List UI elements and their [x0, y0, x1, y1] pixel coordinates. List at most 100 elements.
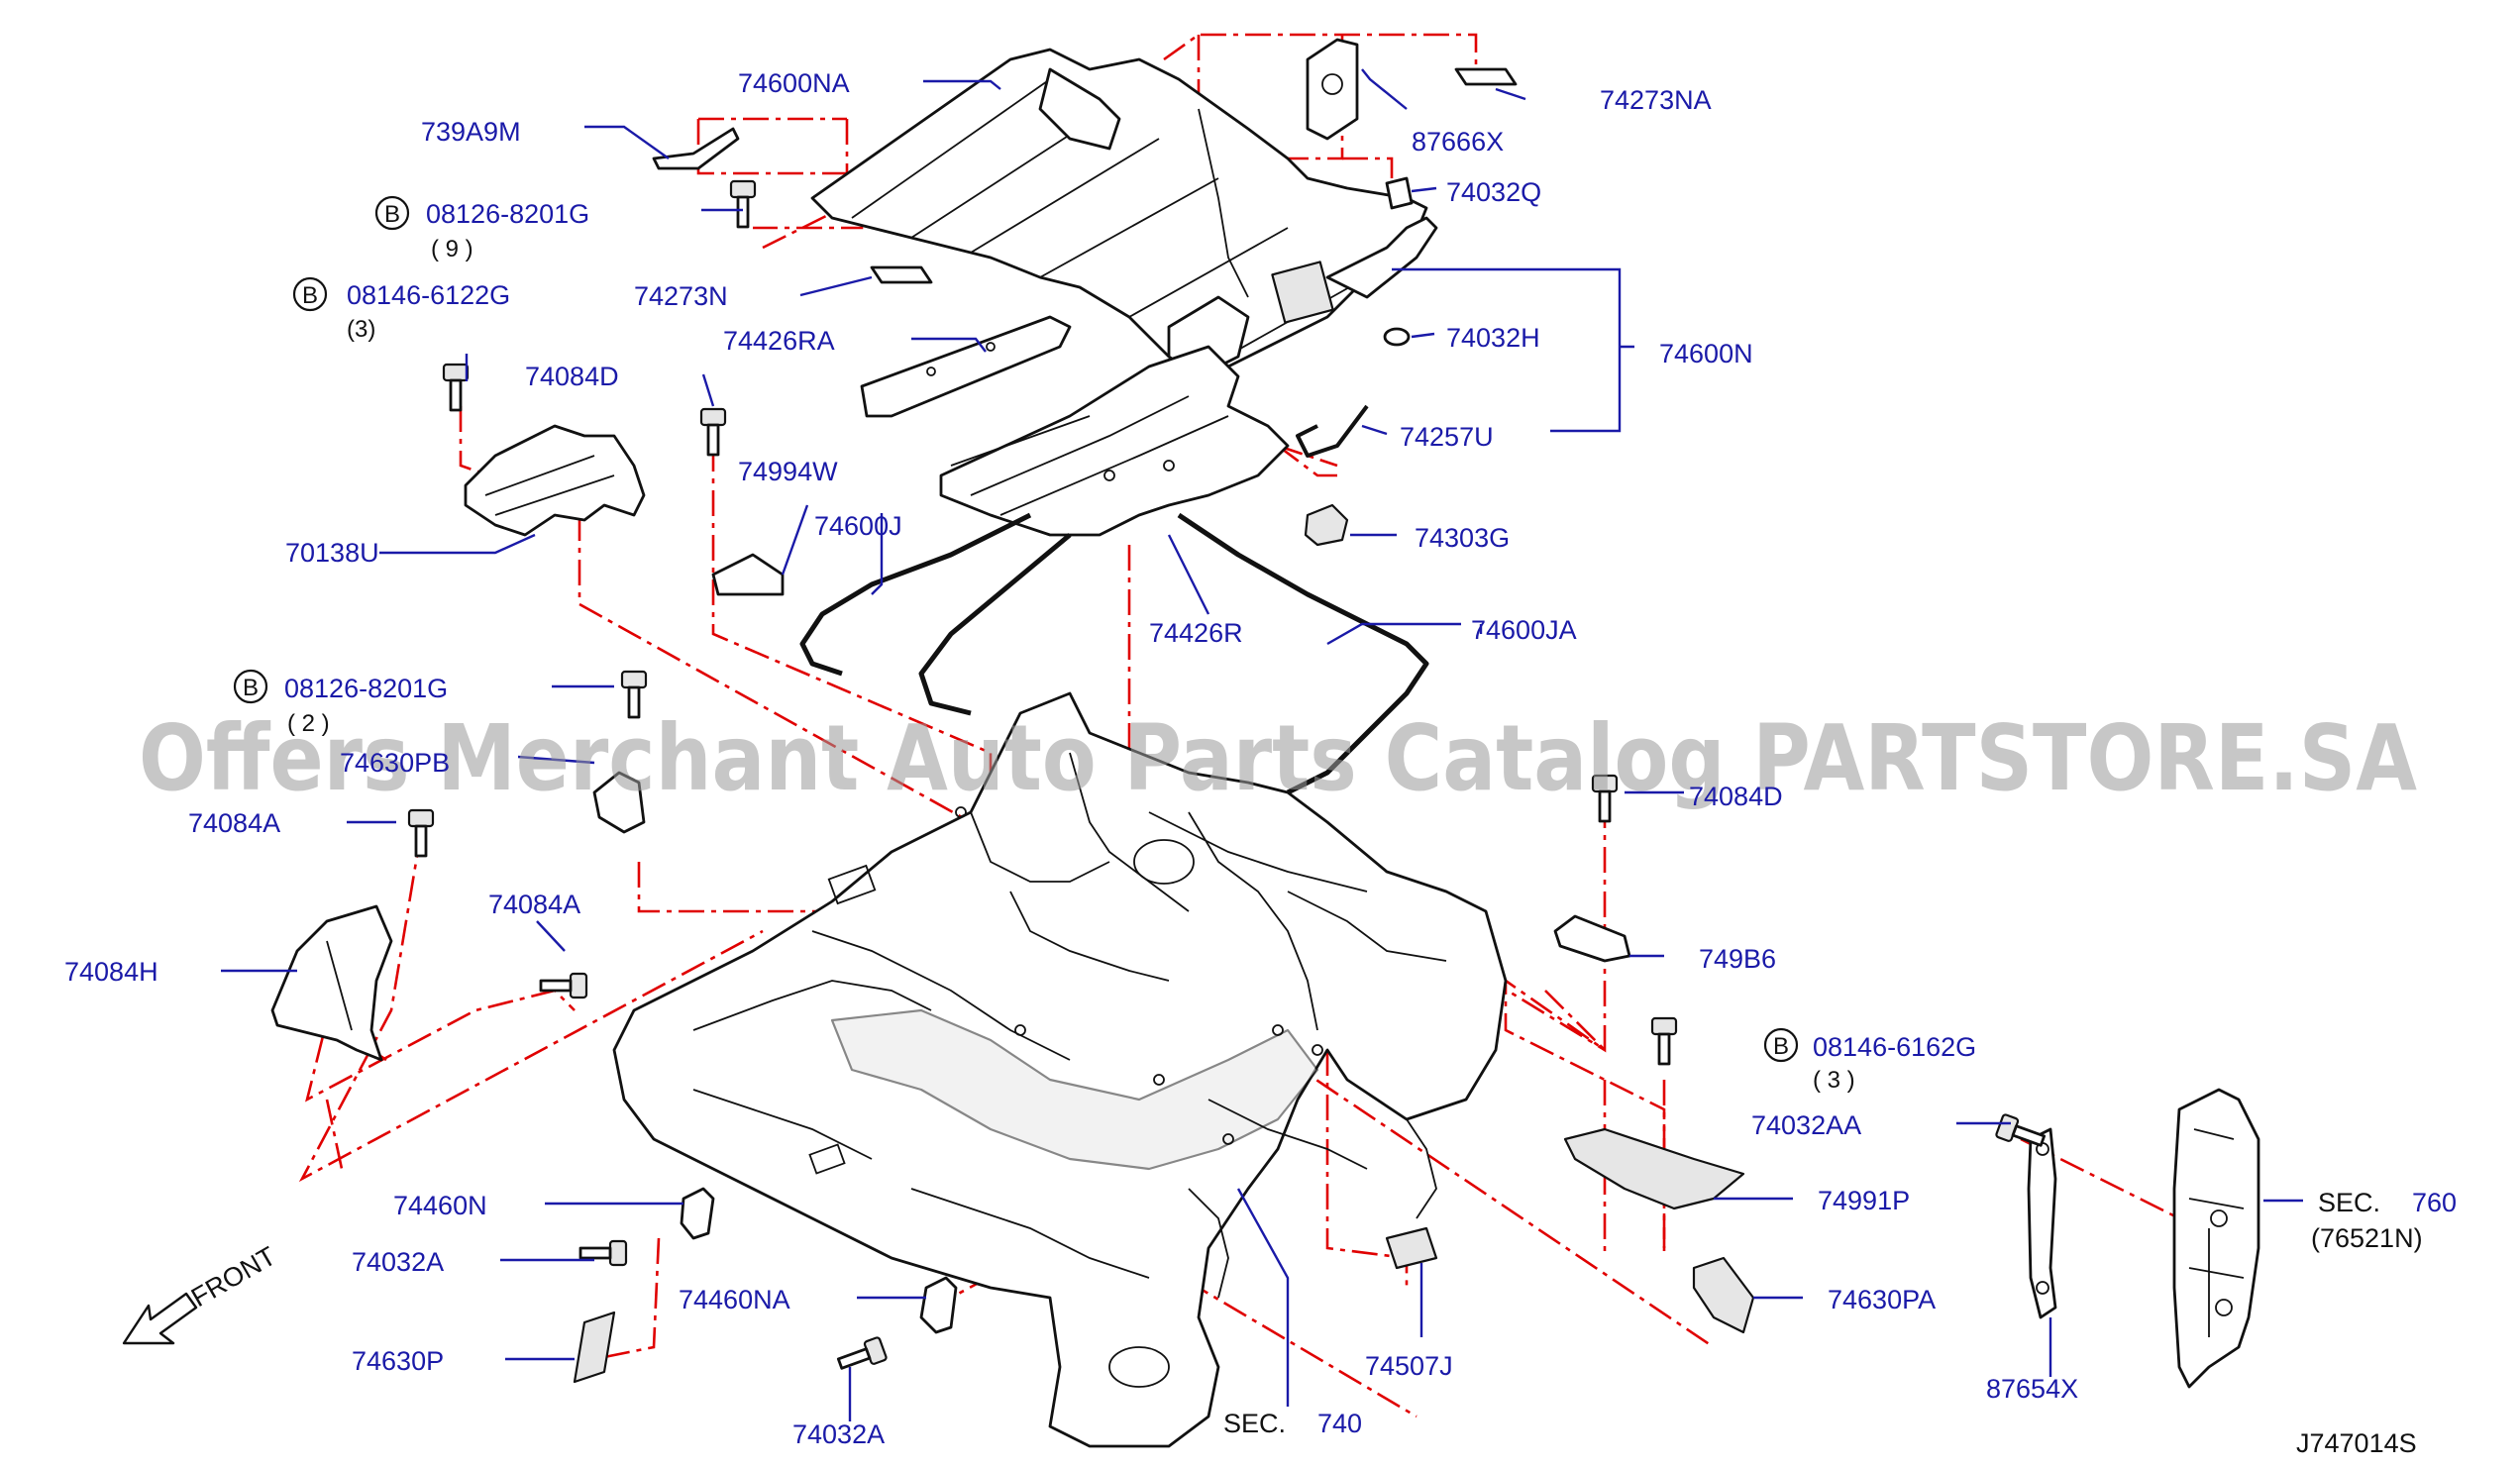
- callout-739a9m[interactable]: 739A9M: [421, 117, 521, 147]
- sec-760-number[interactable]: 760: [2412, 1188, 2457, 1217]
- pad-74630p: [573, 1311, 616, 1384]
- callout-74303g[interactable]: 74303G: [1415, 523, 1510, 553]
- callout-74426r[interactable]: 74426R: [1149, 618, 1243, 648]
- bracket-74994w: [711, 553, 785, 596]
- section-references: SEC. 740 SEC. 760 (76521N): [1223, 1188, 2457, 1438]
- pipe-74600ja: [918, 512, 1429, 795]
- front-direction-indicator: FRONT: [122, 1241, 281, 1345]
- badge-letter: B: [1773, 1033, 1789, 1060]
- callout-74600n[interactable]: 74600N: [1659, 339, 1753, 368]
- rear-side-panel-76521n: [2172, 1088, 2260, 1389]
- pad-74273n: [870, 265, 933, 284]
- callout-74273na[interactable]: 74273NA: [1600, 85, 1712, 115]
- callout-qty-9: ( 9 ): [431, 236, 473, 262]
- bolt-icon: [699, 407, 727, 457]
- callout-qty-3b: ( 3 ): [1813, 1067, 1855, 1094]
- bolt-icon: [407, 808, 435, 858]
- callout-74630pa[interactable]: 74630PA: [1828, 1285, 1936, 1314]
- strip-739a9m: [652, 127, 740, 170]
- callout-74084a-left[interactable]: 74084A: [188, 808, 280, 838]
- badge-letter: B: [243, 675, 259, 701]
- plug-74032h: [1383, 327, 1411, 347]
- front-label: FRONT: [186, 1241, 281, 1312]
- badge-letter: B: [302, 282, 318, 309]
- callout-74630p[interactable]: 74630P: [352, 1346, 444, 1376]
- callout-qty-3a: (3): [347, 316, 375, 343]
- callout-70138u[interactable]: 70138U: [285, 538, 379, 568]
- callout-08126-8201g-2[interactable]: 08126-8201G: [284, 674, 448, 703]
- callout-74600j[interactable]: 74600J: [814, 511, 902, 541]
- sec-760-sub: (76521N): [2311, 1223, 2423, 1253]
- callout-74630pb[interactable]: 74630PB: [340, 748, 450, 778]
- bolt-icon: [836, 1336, 888, 1370]
- callout-qty-2: ( 2 ): [287, 710, 330, 737]
- callout-74600ja[interactable]: 74600JA: [1471, 615, 1577, 645]
- callout-74084h[interactable]: 74084H: [64, 957, 158, 987]
- callout-08126-8201g-9[interactable]: 08126-8201G: [426, 199, 589, 229]
- pad-74273na: [1454, 67, 1518, 86]
- callout-74426ra[interactable]: 74426RA: [723, 326, 835, 356]
- rear-floor-pan: [612, 691, 1508, 1448]
- callout-74032a-top[interactable]: 74032A: [352, 1247, 444, 1277]
- leader-lines: [221, 68, 2303, 1421]
- bolt-icon: [1650, 1016, 1678, 1066]
- callout-74600na[interactable]: 74600NA: [738, 68, 850, 98]
- callout-74032aa[interactable]: 74032AA: [1751, 1110, 1861, 1140]
- callout-labels: 74600NA 739A9M B 08126-8201G ( 9 ) B 081…: [64, 68, 2078, 1449]
- callout-08146-6122g[interactable]: 08146-6122G: [347, 280, 510, 310]
- bracket-74084h: [270, 904, 393, 1062]
- callout-74991p[interactable]: 74991P: [1818, 1186, 1910, 1215]
- sec-740-number[interactable]: 740: [1317, 1409, 1362, 1438]
- callout-74460na[interactable]: 74460NA: [679, 1285, 790, 1314]
- clip-74460na: [919, 1276, 958, 1334]
- clip-74460n: [680, 1187, 715, 1240]
- bolts: [407, 179, 2047, 1370]
- bolt-icon: [729, 179, 757, 229]
- callout-74084d-right[interactable]: 74084D: [1689, 782, 1783, 811]
- callout-74994w[interactable]: 74994W: [738, 457, 838, 486]
- bolt-badge-icon: [233, 669, 268, 704]
- callout-87666x[interactable]: 87666X: [1412, 127, 1504, 157]
- bolt-icon: [539, 972, 588, 999]
- bolt-badge-icon: [292, 276, 328, 312]
- callout-749b6[interactable]: 749B6: [1699, 944, 1776, 974]
- bolt-badge-icon: [374, 195, 410, 231]
- clip-74257u: [1296, 404, 1369, 458]
- badge-letter: B: [384, 201, 400, 228]
- bracket-87666x: [1306, 38, 1359, 141]
- pad-74507j: [1385, 1226, 1438, 1270]
- callout-74257u[interactable]: 74257U: [1400, 422, 1494, 452]
- callout-74032q[interactable]: 74032Q: [1446, 177, 1541, 207]
- grommet-74303g: [1304, 503, 1349, 547]
- callout-74084d-top[interactable]: 74084D: [525, 362, 619, 391]
- callout-74273n[interactable]: 74273N: [634, 281, 728, 311]
- bolt-icon: [442, 363, 470, 412]
- callout-74460n[interactable]: 74460N: [393, 1191, 487, 1220]
- bolt-icon: [578, 1239, 628, 1267]
- front-arrow-icon: [122, 1292, 198, 1345]
- watermark-text: Offers Merchant Auto Parts Catalog PARTS…: [139, 705, 2417, 811]
- protector-70138u: [464, 424, 646, 537]
- bolt-icon: [620, 670, 648, 719]
- callout-74507j[interactable]: 74507J: [1365, 1351, 1453, 1381]
- bolt-icon: [1995, 1113, 2047, 1147]
- tank-guard-74426r: [939, 345, 1290, 537]
- reinforcement-74991p: [1563, 1127, 1745, 1210]
- bolt-icon: [1591, 774, 1619, 823]
- callout-08146-6162g[interactable]: 08146-6162G: [1813, 1032, 1976, 1062]
- pipe-74600j: [799, 512, 1032, 677]
- callout-87654x[interactable]: 87654X: [1986, 1374, 2078, 1404]
- bracket-87654x: [2027, 1127, 2057, 1319]
- strap-74426ra: [860, 315, 1072, 418]
- callout-74084a-right[interactable]: 74084A: [488, 890, 580, 919]
- bracket-74630pb: [592, 771, 646, 834]
- fuel-tank-frame: [810, 48, 1438, 378]
- callout-74032h[interactable]: 74032H: [1446, 323, 1540, 353]
- grommet-74032q: [1385, 176, 1414, 210]
- sec-760-prefix: SEC.: [2318, 1188, 2380, 1217]
- callout-74032a-bottom[interactable]: 74032A: [792, 1419, 885, 1449]
- bracket-749b6: [1553, 914, 1631, 963]
- diagram-code: J747014S: [2296, 1428, 2417, 1458]
- pad-74630pa: [1692, 1256, 1755, 1334]
